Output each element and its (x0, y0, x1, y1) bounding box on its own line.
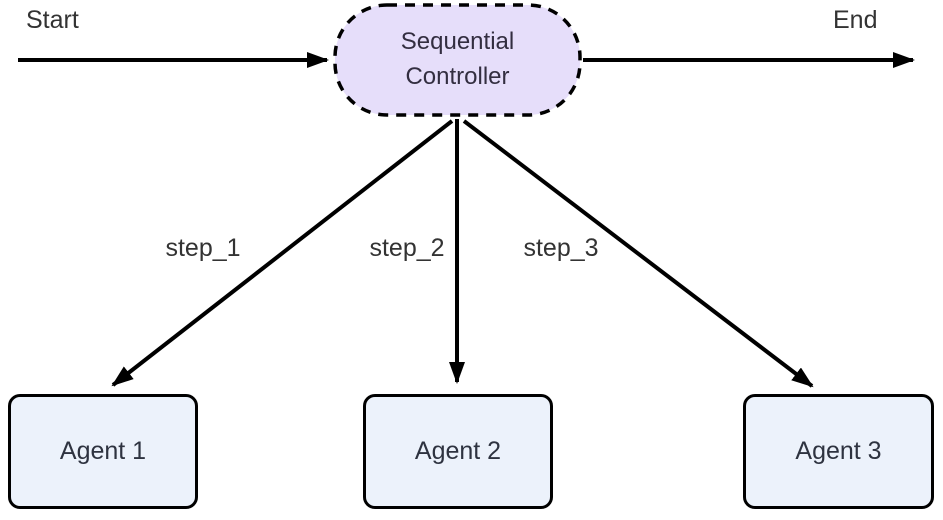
end-label: End (833, 6, 878, 34)
node-agent-2: Agent 2 (363, 394, 553, 509)
node-agent-1: Agent 1 (8, 394, 198, 509)
start-label: Start (26, 6, 79, 34)
edge-label-step-3: step_3 (523, 234, 599, 262)
edge-step-3 (462, 119, 814, 388)
edge-label-step-2: step_2 (369, 234, 445, 262)
node-sequential-controller: Sequential Controller (400, 28, 515, 90)
node-agent-3: Agent 3 (743, 394, 934, 509)
sequential-controller-shape (333, 3, 582, 117)
edge-step-1 (111, 119, 454, 387)
edge-label-step-1: step_1 (165, 234, 241, 262)
